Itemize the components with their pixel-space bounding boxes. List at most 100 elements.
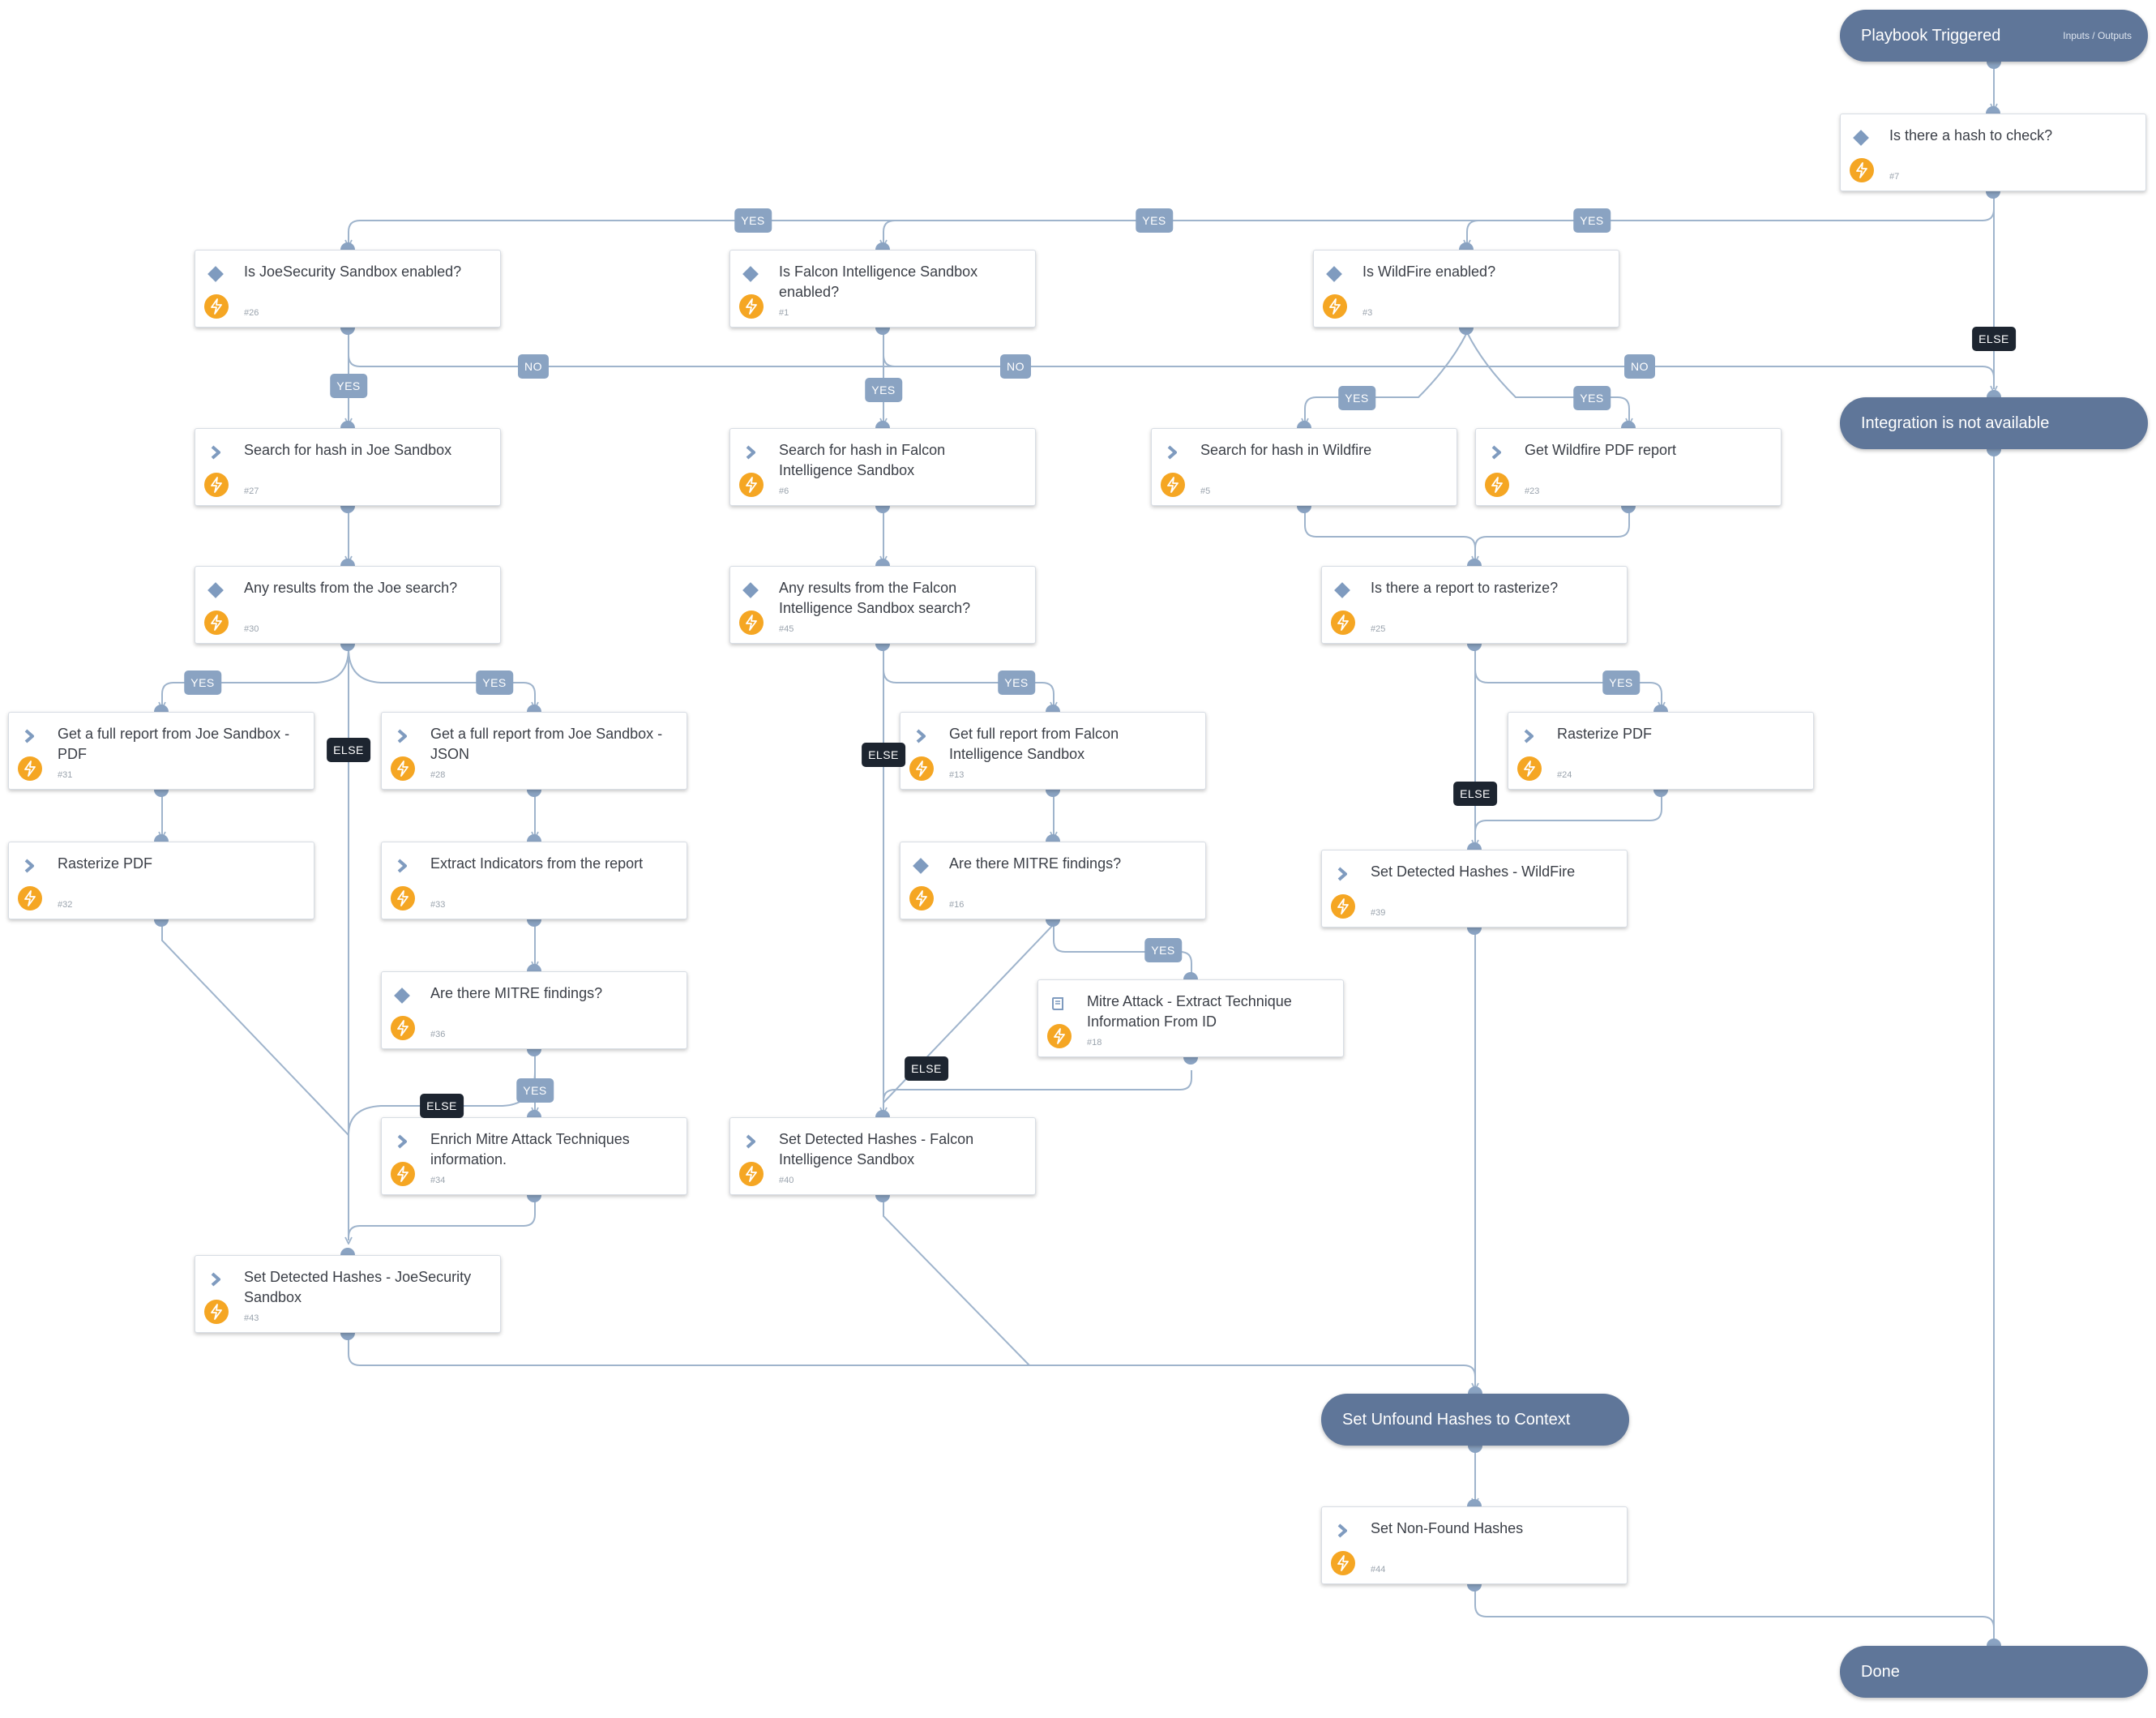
input-port[interactable]: [1046, 705, 1060, 712]
input-port[interactable]: [1297, 421, 1311, 428]
input-port[interactable]: [875, 559, 890, 566]
task-30[interactable]: Any results from the Joe search?#30: [195, 566, 501, 644]
input-port[interactable]: [340, 1248, 355, 1255]
input-port[interactable]: [875, 242, 890, 250]
output-port[interactable]: [875, 506, 890, 513]
output-port[interactable]: [1467, 644, 1482, 651]
input-port[interactable]: [1653, 705, 1668, 712]
input-port[interactable]: [340, 421, 355, 428]
input-port[interactable]: [340, 559, 355, 566]
task-28[interactable]: Get a full report from Joe Sandbox - JSO…: [381, 712, 687, 790]
input-port[interactable]: [340, 242, 355, 250]
output-port[interactable]: [527, 1195, 541, 1202]
output-port[interactable]: [875, 644, 890, 651]
input-port[interactable]: [1986, 106, 2000, 114]
output-port[interactable]: [1046, 919, 1060, 927]
output-port[interactable]: [1046, 790, 1060, 797]
task-13[interactable]: Get full report from Falcon Intelligence…: [900, 712, 1206, 790]
input-port[interactable]: [527, 705, 541, 712]
input-port[interactable]: [1046, 834, 1060, 842]
diamond-icon: [912, 857, 930, 875]
input-port[interactable]: [1621, 421, 1636, 428]
output-port[interactable]: [1183, 1057, 1198, 1065]
task-26[interactable]: Is JoeSecurity Sandbox enabled?#26: [195, 250, 501, 328]
set-unfound-hashes-label: Set Unfound Hashes to Context: [1342, 1411, 1571, 1429]
output-port[interactable]: [154, 919, 169, 927]
input-port[interactable]: [1987, 390, 2001, 397]
task-number: #36: [430, 1030, 446, 1039]
input-port[interactable]: [154, 834, 169, 842]
inputs-outputs-link[interactable]: Inputs / Outputs: [2063, 30, 2132, 41]
yes-label: YES: [184, 670, 221, 695]
task-43[interactable]: Set Detected Hashes - JoeSecurity Sandbo…: [195, 1255, 501, 1333]
output-port[interactable]: [1468, 1446, 1482, 1453]
output-port[interactable]: [527, 790, 541, 797]
input-port[interactable]: [1459, 242, 1474, 250]
output-port[interactable]: [1467, 1584, 1482, 1592]
lightning-icon: [739, 611, 764, 635]
task-6[interactable]: Search for hash in Falcon Intelligence S…: [729, 428, 1036, 506]
task-33[interactable]: Extract Indicators from the report#33: [381, 842, 687, 919]
task-1[interactable]: Is Falcon Intelligence Sandbox enabled?#…: [729, 250, 1036, 328]
input-port[interactable]: [1987, 1639, 2001, 1646]
task-number: #16: [949, 900, 965, 910]
done-node[interactable]: Done: [1840, 1646, 2148, 1698]
task-32[interactable]: Rasterize PDF#32: [8, 842, 314, 919]
output-port[interactable]: [1467, 928, 1482, 935]
input-port[interactable]: [1467, 559, 1482, 566]
task-24[interactable]: Rasterize PDF#24: [1508, 712, 1814, 790]
output-port[interactable]: [1621, 506, 1636, 513]
task-3[interactable]: Is WildFire enabled?#3: [1313, 250, 1619, 328]
task-number: #45: [779, 624, 794, 634]
output-port[interactable]: [527, 919, 541, 927]
task-40[interactable]: Set Detected Hashes - Falcon Intelligenc…: [729, 1117, 1036, 1195]
input-port[interactable]: [527, 834, 541, 842]
task-36[interactable]: Are there MITRE findings?#36: [381, 971, 687, 1049]
task-title: Get Wildfire PDF report: [1525, 442, 1677, 458]
output-port[interactable]: [1987, 62, 2001, 69]
input-port[interactable]: [1467, 1499, 1482, 1506]
output-port[interactable]: [527, 1049, 541, 1056]
input-port[interactable]: [875, 1110, 890, 1117]
lightning-icon: [909, 756, 934, 781]
output-port[interactable]: [875, 328, 890, 335]
output-port[interactable]: [154, 790, 169, 797]
task-16[interactable]: Are there MITRE findings?#16: [900, 842, 1206, 919]
output-port[interactable]: [1297, 506, 1311, 513]
task-31[interactable]: Get a full report from Joe Sandbox - PDF…: [8, 712, 314, 790]
output-port[interactable]: [875, 1195, 890, 1202]
output-port[interactable]: [1986, 191, 2000, 199]
output-port[interactable]: [340, 328, 355, 335]
task-7[interactable]: Is there a hash to check?#7: [1840, 114, 2146, 191]
input-port[interactable]: [1183, 972, 1198, 979]
playbook-triggered-node[interactable]: Playbook Triggered Inputs / Outputs: [1840, 10, 2148, 62]
output-port[interactable]: [340, 644, 355, 651]
output-port[interactable]: [340, 506, 355, 513]
set-unfound-hashes-node[interactable]: Set Unfound Hashes to Context: [1321, 1394, 1629, 1446]
output-port[interactable]: [1459, 328, 1474, 335]
yes-label: YES: [1136, 208, 1173, 233]
output-port[interactable]: [1653, 790, 1668, 797]
task-23[interactable]: Get Wildfire PDF report#23: [1475, 428, 1782, 506]
task-34[interactable]: Enrich Mitre Attack Techniques informati…: [381, 1117, 687, 1195]
task-title: Mitre Attack - Extract Technique Informa…: [1087, 993, 1292, 1030]
task-44[interactable]: Set Non-Found Hashes#44: [1321, 1506, 1628, 1584]
task-45[interactable]: Any results from the Falcon Intelligence…: [729, 566, 1036, 644]
task-number: #28: [430, 770, 446, 780]
task-27[interactable]: Search for hash in Joe Sandbox#27: [195, 428, 501, 506]
output-port[interactable]: [1987, 449, 2001, 456]
task-title: Is Falcon Intelligence Sandbox enabled?: [779, 263, 978, 300]
lightning-icon: [1331, 894, 1355, 919]
integration-not-available-node[interactable]: Integration is not available: [1840, 397, 2148, 449]
task-25[interactable]: Is there a report to rasterize?#25: [1321, 566, 1628, 644]
input-port[interactable]: [875, 421, 890, 428]
input-port[interactable]: [1467, 842, 1482, 850]
input-port[interactable]: [527, 1110, 541, 1117]
input-port[interactable]: [527, 964, 541, 971]
task-18[interactable]: Mitre Attack - Extract Technique Informa…: [1037, 979, 1344, 1057]
task-39[interactable]: Set Detected Hashes - WildFire#39: [1321, 850, 1628, 928]
task-5[interactable]: Search for hash in Wildfire#5: [1151, 428, 1457, 506]
input-port[interactable]: [1468, 1386, 1482, 1394]
output-port[interactable]: [340, 1333, 355, 1340]
input-port[interactable]: [154, 705, 169, 712]
